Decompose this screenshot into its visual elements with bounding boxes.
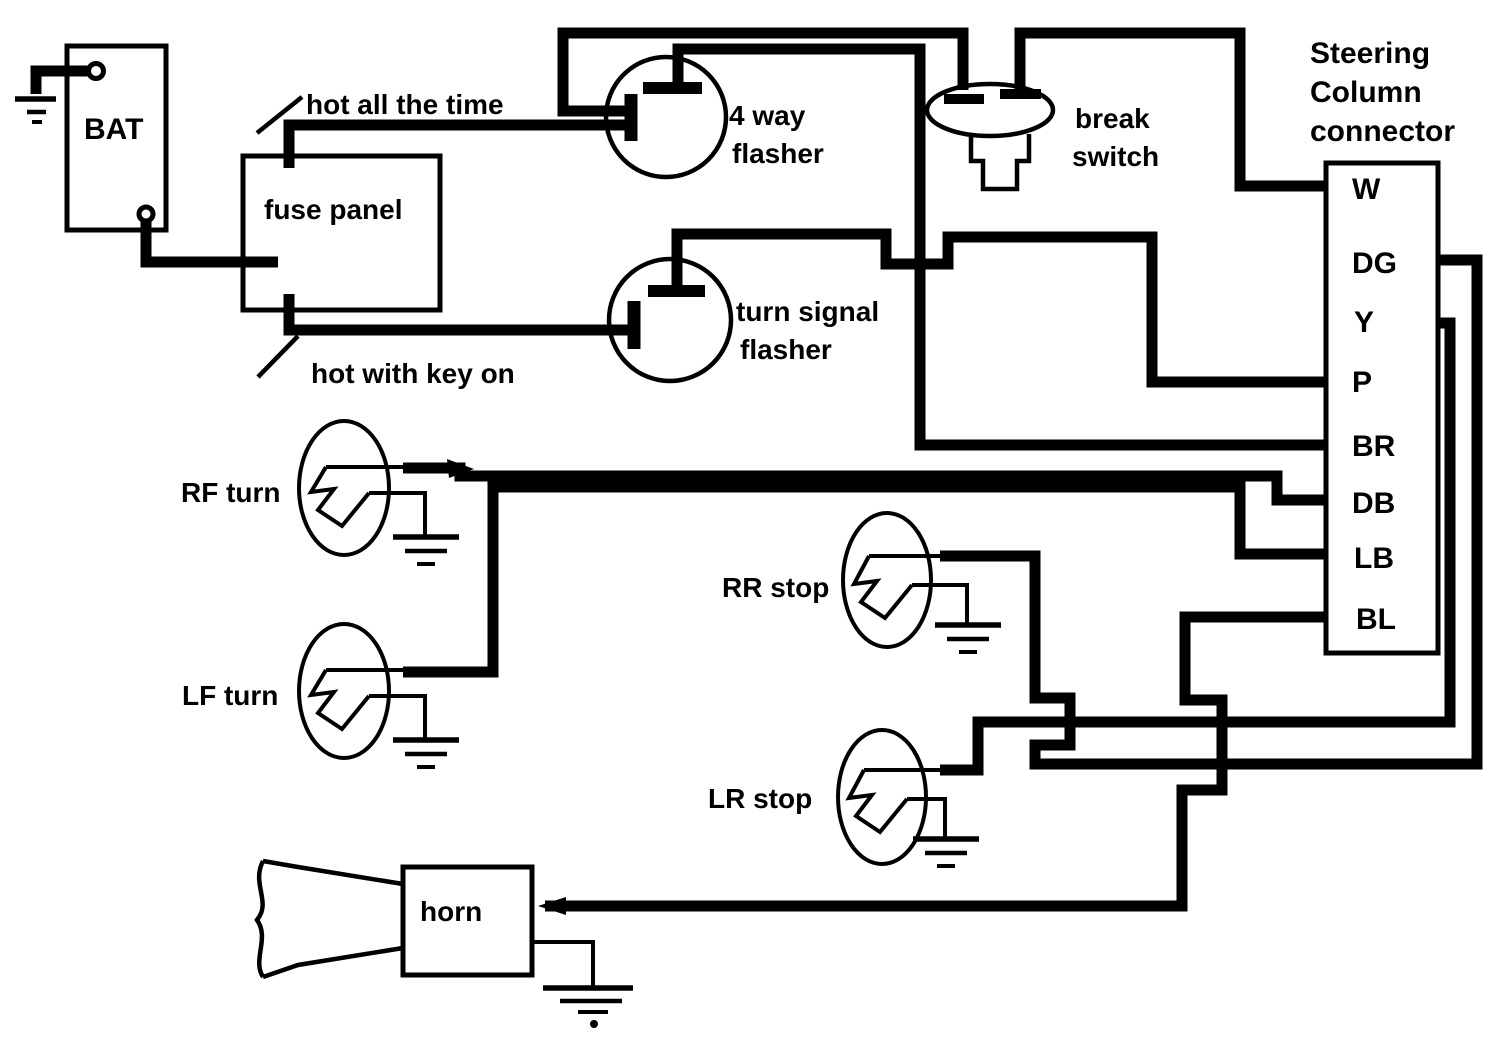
rf-turn-label: RF turn — [181, 477, 281, 508]
lf-turn-filament-icon — [307, 668, 371, 732]
fuse-panel-label: fuse panel — [264, 194, 402, 225]
connector-title-line2: Column — [1310, 76, 1422, 109]
arrowhead-horn-wire — [538, 897, 566, 915]
wire-4way-flasher-to-pin-br — [672, 43, 1326, 451]
rr-stop-bulb-icon — [841, 511, 933, 649]
lr-stop-label: LR stop — [708, 783, 812, 814]
connector-pin-br: BR — [1352, 430, 1396, 463]
lr-stop-ground-symbol-icon — [913, 836, 979, 868]
wire-battery-to-ground — [30, 65, 90, 94]
break-switch-label-line1: break — [1075, 103, 1150, 134]
connector-title-line3: connector — [1310, 115, 1455, 148]
horn-box — [400, 864, 535, 978]
wire-battery-to-fuse-panel — [140, 220, 278, 268]
rr-stop-ground-lead — [912, 583, 969, 623]
lamp-rr-stop: RR stop — [722, 511, 1001, 654]
wire-turn-signal-flasher-to-pin-p — [671, 228, 1326, 388]
junction-arrow-rf-wire — [447, 459, 474, 478]
hot-with-key-on-label: hot with key on — [311, 358, 515, 389]
wire-hot-all-the-time-feed — [283, 119, 627, 168]
four-way-flasher-label-line2: flasher — [732, 138, 824, 169]
battery-box — [64, 43, 169, 233]
lamp-lr-stop: LR stop — [708, 728, 979, 868]
lamp-lf-turn: LF turn — [182, 622, 459, 769]
wire-tap-to-break-switch-left — [557, 27, 969, 117]
rf-turn-filament-icon — [307, 465, 371, 529]
horn-bell-icon — [254, 858, 404, 980]
connector-title-line1: Steering — [1310, 37, 1430, 70]
connector-pin-lb: LB — [1354, 542, 1394, 575]
turn-signal-flasher: turn signal flasher — [606, 256, 879, 384]
turn-signal-flasher-body-icon — [606, 256, 734, 384]
turn-signal-flasher-label-line1: turn signal — [736, 296, 879, 327]
four-way-flasher: 4 way flasher — [603, 54, 824, 180]
lf-turn-label: LF turn — [182, 680, 278, 711]
battery: BAT — [15, 43, 169, 233]
fuse-panel-box — [240, 153, 443, 313]
lf-turn-bulb-icon — [297, 622, 391, 760]
steering-column-connector: Steering Column connector W DG Y P BR DB… — [1310, 37, 1455, 656]
wire-hot-with-key-on-feed — [283, 294, 630, 336]
rr-stop-label: RR stop — [722, 572, 829, 603]
horn: horn — [254, 858, 633, 1028]
battery-ground-symbol-icon — [15, 96, 56, 124]
rf-turn-bulb-icon — [297, 419, 391, 557]
lf-turn-ground-lead — [369, 694, 427, 738]
tap-slash-hot-with-key-on-icon — [256, 334, 300, 379]
tap-slash-hot-all-the-time-icon — [255, 95, 304, 135]
battery-negative-terminal-icon — [136, 204, 156, 224]
wires — [30, 27, 1483, 915]
lamp-rf-turn: RF turn — [181, 419, 459, 566]
connector-pin-w: W — [1352, 173, 1381, 206]
break-switch-label-line2: switch — [1072, 141, 1159, 172]
rf-turn-ground-symbol-icon — [393, 534, 459, 566]
break-switch: break switch — [924, 81, 1159, 192]
hot-all-the-time-label: hot all the time — [306, 89, 504, 120]
connector-pin-db: DB — [1352, 487, 1395, 520]
wire-lr-stop-to-pin-y — [940, 317, 1456, 776]
wire-rr-stop-to-pin-dg — [940, 254, 1483, 770]
break-switch-body-icon — [924, 81, 1056, 139]
connector-pin-bl: BL — [1356, 603, 1396, 636]
battery-positive-terminal-icon — [86, 61, 106, 81]
four-way-flasher-body-icon — [603, 54, 729, 180]
lf-turn-ground-symbol-icon — [393, 737, 459, 769]
battery-label: BAT — [84, 113, 143, 146]
wire-pin-bl-to-horn — [545, 611, 1326, 912]
break-switch-stem-icon — [968, 134, 1032, 192]
connector-pin-y: Y — [1354, 306, 1374, 339]
horn-ground-lead — [532, 940, 595, 986]
fuse-panel: fuse panel hot all the time hot with key… — [240, 89, 515, 389]
four-way-flasher-label-line1: 4 way — [729, 100, 806, 131]
rr-stop-filament-icon — [850, 555, 914, 621]
lr-stop-filament-icon — [845, 769, 909, 835]
rr-stop-ground-symbol-icon — [935, 622, 1001, 654]
connector-box — [1323, 160, 1441, 656]
rf-turn-ground-lead — [369, 491, 427, 535]
wire-break-switch-to-pin-w — [1014, 27, 1326, 192]
wire-lf-turn-to-pin-lb — [403, 481, 1326, 678]
horn-label: horn — [420, 896, 482, 927]
connector-pin-p: P — [1352, 366, 1372, 399]
horn-ground-symbol-icon — [543, 985, 633, 1028]
turn-signal-flasher-label-line2: flasher — [740, 334, 832, 365]
connector-pin-dg: DG — [1352, 247, 1397, 280]
lr-stop-ground-lead — [907, 797, 947, 837]
